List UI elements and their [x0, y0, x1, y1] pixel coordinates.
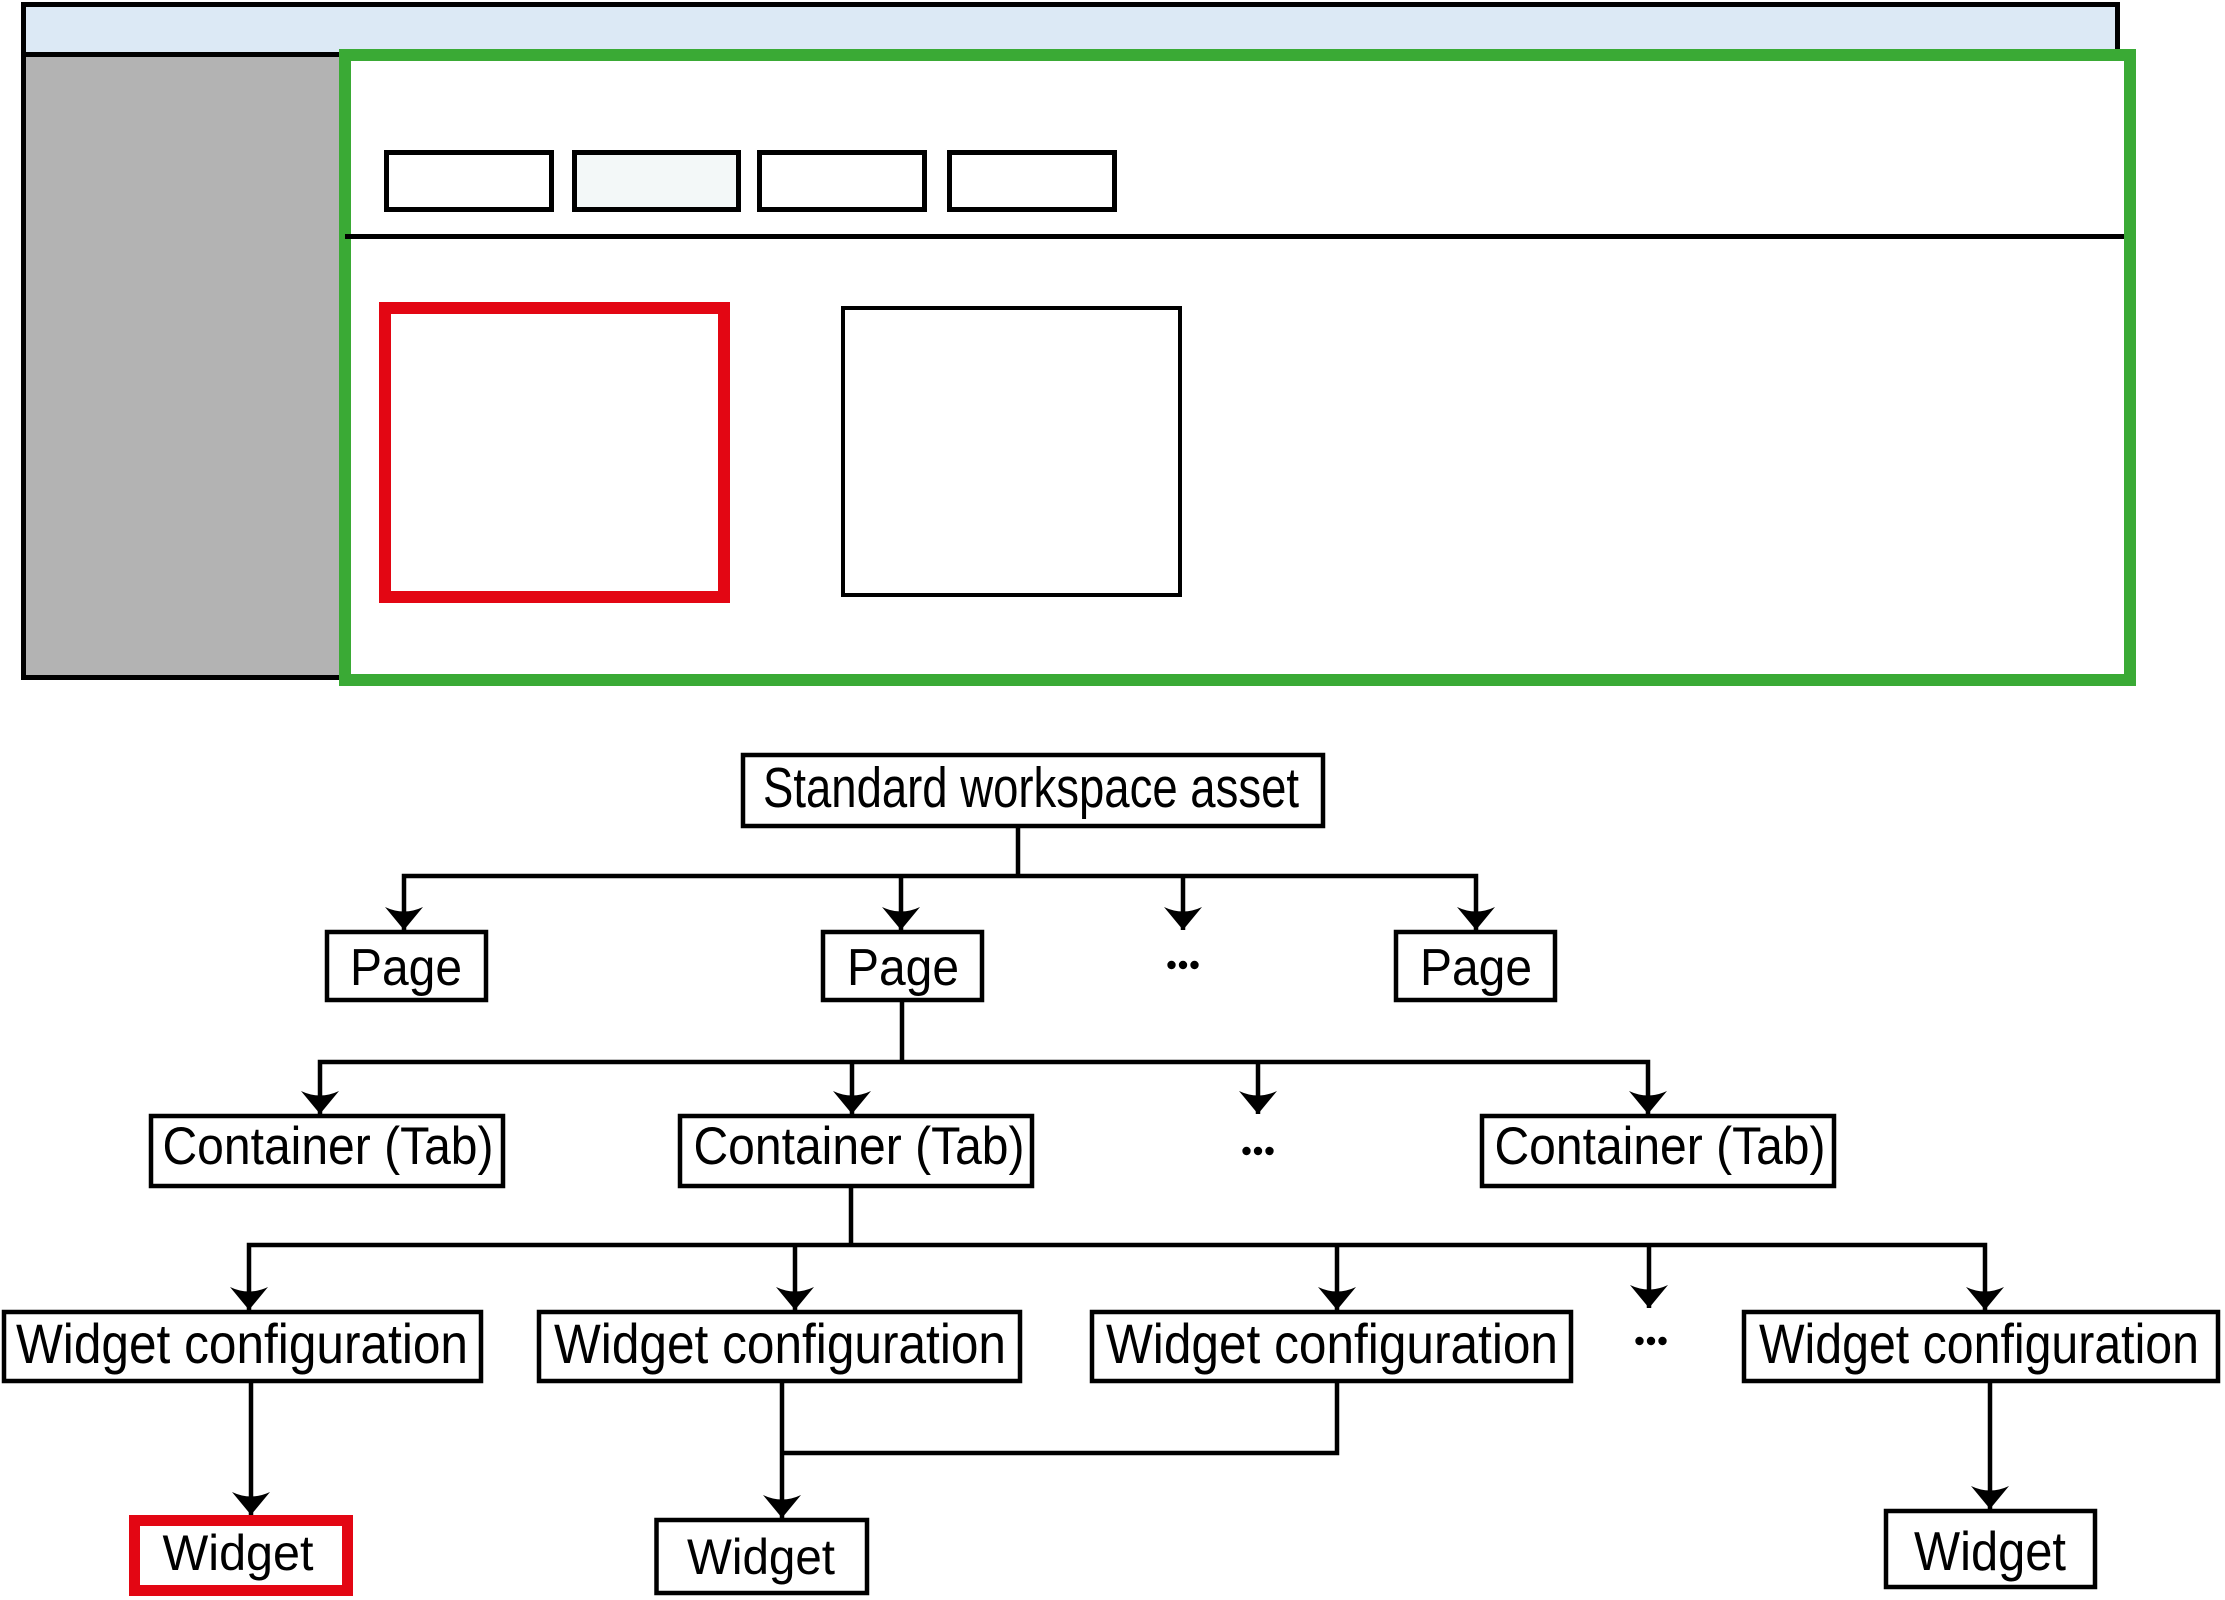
svg-text:Widget: Widget: [163, 1525, 314, 1581]
svg-text:Widget: Widget: [687, 1529, 835, 1585]
svg-text:Widget configuration: Widget configuration: [1106, 1312, 1558, 1375]
svg-text:Widget: Widget: [1914, 1520, 2066, 1582]
svg-text:Container (Tab): Container (Tab): [1495, 1117, 1826, 1176]
svg-text:Page: Page: [847, 939, 959, 997]
svg-text:Page: Page: [1420, 939, 1532, 997]
svg-text:Widget configuration: Widget configuration: [16, 1312, 468, 1375]
svg-text:Container (Tab): Container (Tab): [163, 1117, 494, 1176]
svg-text:Standard workspace asset: Standard workspace asset: [763, 756, 1299, 820]
svg-text:Container (Tab): Container (Tab): [694, 1117, 1025, 1176]
svg-text:Page: Page: [350, 939, 462, 997]
svg-text:Widget configuration: Widget configuration: [554, 1312, 1006, 1375]
svg-text:Widget configuration: Widget configuration: [1759, 1312, 2199, 1375]
